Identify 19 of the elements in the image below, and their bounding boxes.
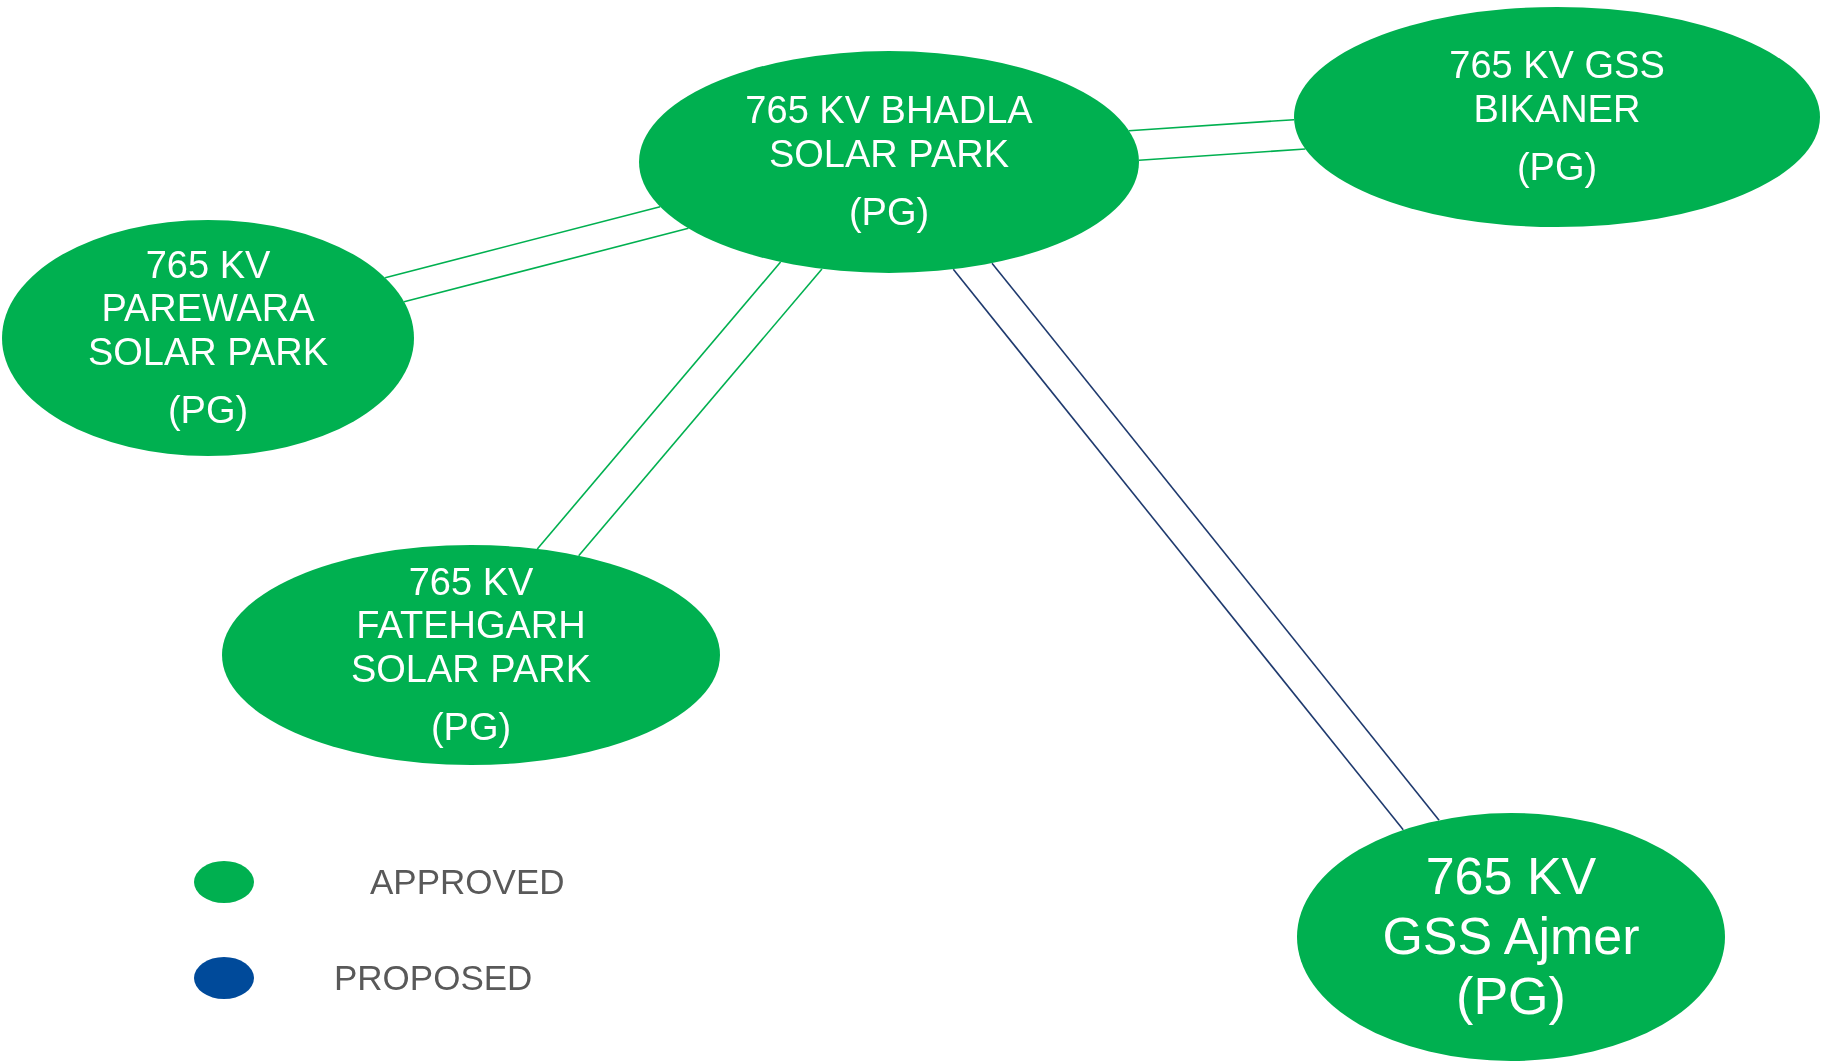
substation-label: (PG)	[1515, 145, 1599, 190]
legend-label: PROPOSED	[334, 958, 533, 998]
substation-label: 765 KV GSS Ajmer (PG)	[1381, 847, 1641, 1027]
transmission-line	[1138, 148, 1307, 161]
substation-label: 765 KV PAREWARA SOLAR PARK	[86, 243, 329, 375]
transmission-line	[577, 268, 823, 557]
transmission-line	[991, 262, 1440, 821]
substation-label: (PG)	[847, 190, 931, 235]
transmission-line	[952, 268, 1404, 831]
substation-label: 765 KV GSS BIKANER	[1448, 44, 1666, 132]
substation-label: 765 KV FATEHGARH SOLAR PARK	[349, 560, 592, 692]
substation-label: 765 KV BHADLA SOLAR PARK	[744, 89, 1034, 177]
legend-label: APPROVED	[370, 862, 565, 902]
transmission-line	[384, 205, 661, 279]
transmission-line	[1128, 118, 1295, 132]
transmission-line	[536, 261, 782, 550]
substation-label: (PG)	[166, 388, 250, 433]
substation-label: (PG)	[429, 705, 513, 750]
transmission-line	[403, 227, 690, 303]
